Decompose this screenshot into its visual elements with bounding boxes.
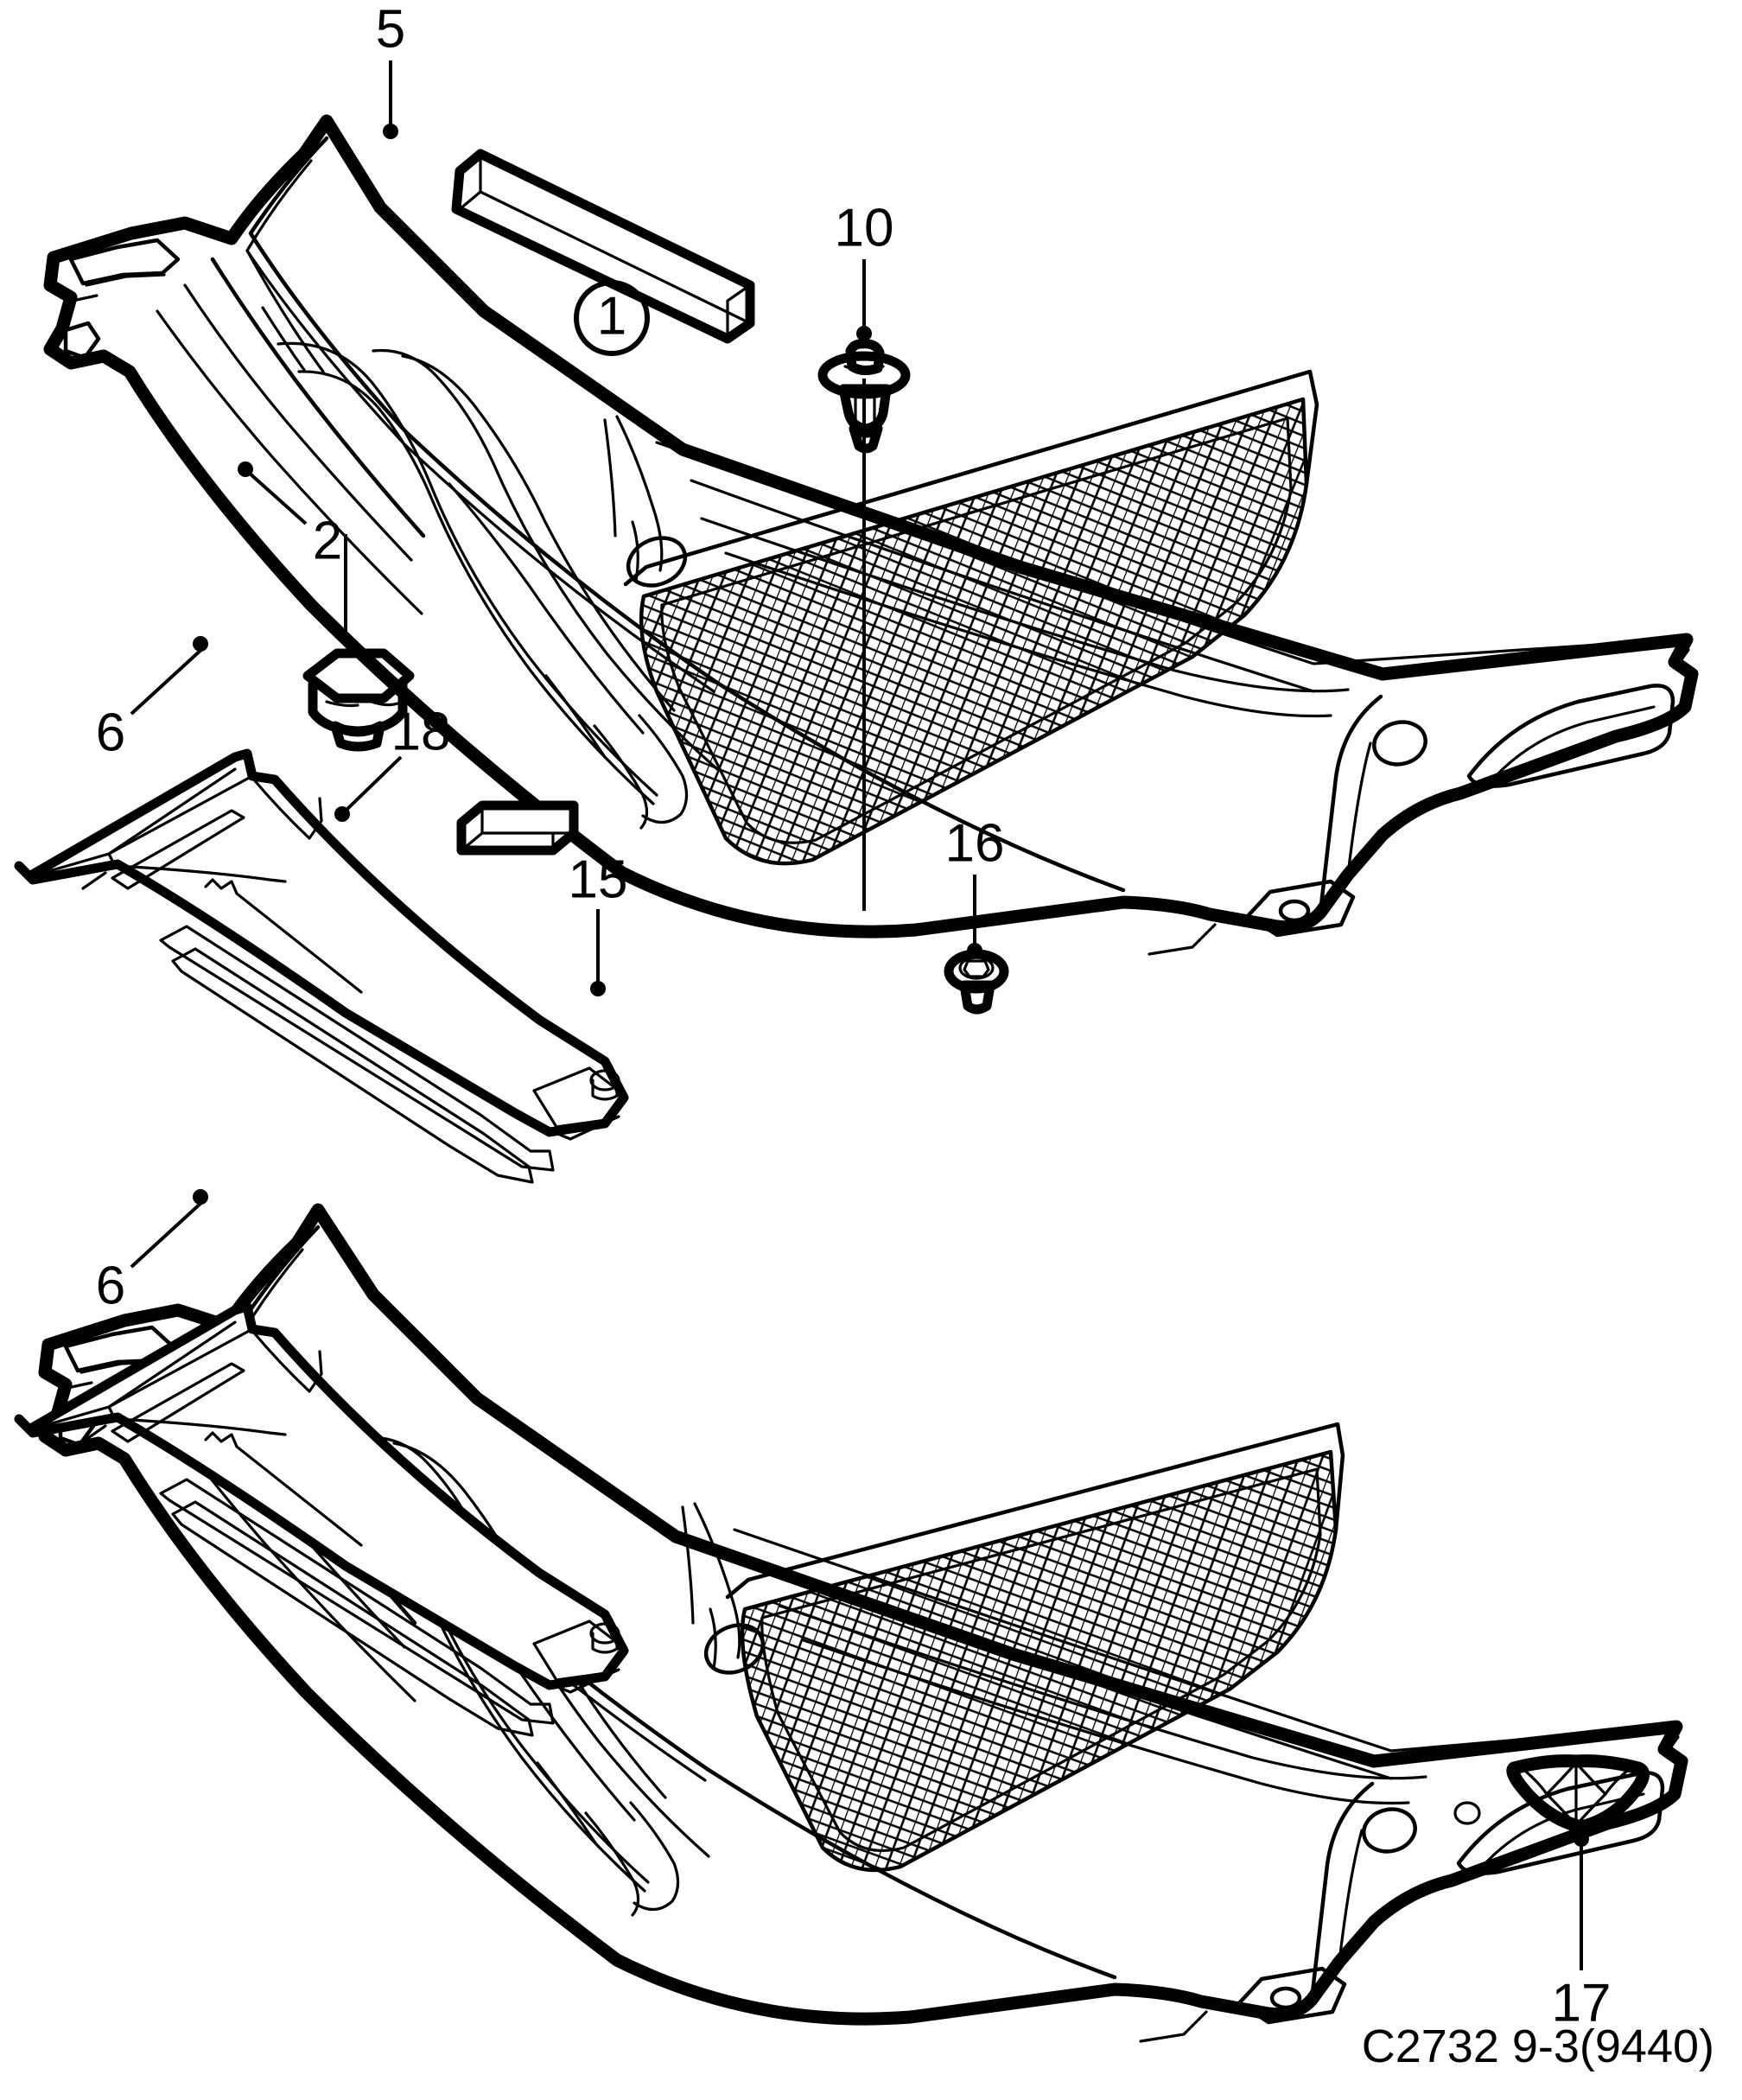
leader-dot-6-upper	[193, 636, 208, 652]
push-pin-retainer-upper	[817, 339, 911, 911]
callout-15: 15	[569, 850, 628, 996]
callout-2: 2	[238, 461, 342, 570]
leader-dot-17	[1574, 1831, 1589, 1847]
leader-dot-5	[383, 124, 398, 139]
callout-6-lower: 6	[96, 1189, 208, 1315]
callout-5: 5	[376, 0, 405, 139]
leader-dot-2	[238, 461, 253, 477]
callout-ring-1	[574, 280, 650, 356]
leader-line-18	[344, 755, 403, 812]
cowl-vent-panel-upper	[43, 114, 1699, 956]
leader-line-6-lower	[130, 1199, 206, 1269]
leader-dot-10	[856, 326, 872, 341]
cap-cover-trim	[1506, 1754, 1650, 1834]
leader-dot-15	[590, 981, 606, 996]
callout-label-15: 15	[569, 850, 628, 909]
cowl-seal-strip-upper	[451, 149, 755, 344]
callout-label-16: 16	[945, 813, 1005, 873]
callout-17: 17	[1552, 1831, 1612, 2033]
callout-6-upper: 6	[96, 636, 208, 762]
callout-18: 18	[334, 702, 450, 822]
square-grommet-plug	[302, 534, 415, 752]
callout-label-5: 5	[376, 0, 405, 59]
cowl-vent-panel-lower	[38, 1203, 1688, 2043]
screw-rivet-fastener	[944, 949, 1009, 1015]
cowl-side-extension-upper	[14, 748, 629, 1184]
callout-label-17: 17	[1552, 1973, 1612, 2033]
callout-16: 16	[945, 813, 1005, 958]
callout-label-6-upper: 6	[96, 703, 125, 762]
leader-dot-18	[334, 806, 350, 822]
leader-line-6-upper	[130, 646, 206, 716]
callout-10: 10	[835, 198, 894, 341]
callout-label-6-lower: 6	[96, 1256, 125, 1315]
callout-1: 1	[574, 280, 650, 356]
foam-block-pad	[456, 800, 579, 856]
callout-label-18: 18	[391, 702, 451, 761]
leader-line-2	[247, 471, 308, 525]
leader-dot-16	[967, 943, 982, 958]
cowl-side-extension-lower	[14, 1301, 629, 1737]
callout-label-1: 1	[597, 286, 626, 346]
leader-dot-6-lower	[193, 1189, 208, 1205]
callout-label-10: 10	[835, 198, 894, 258]
diagram-caption: C2732 9-3(9440)	[1362, 2020, 1714, 2072]
callout-label-2: 2	[313, 511, 342, 570]
